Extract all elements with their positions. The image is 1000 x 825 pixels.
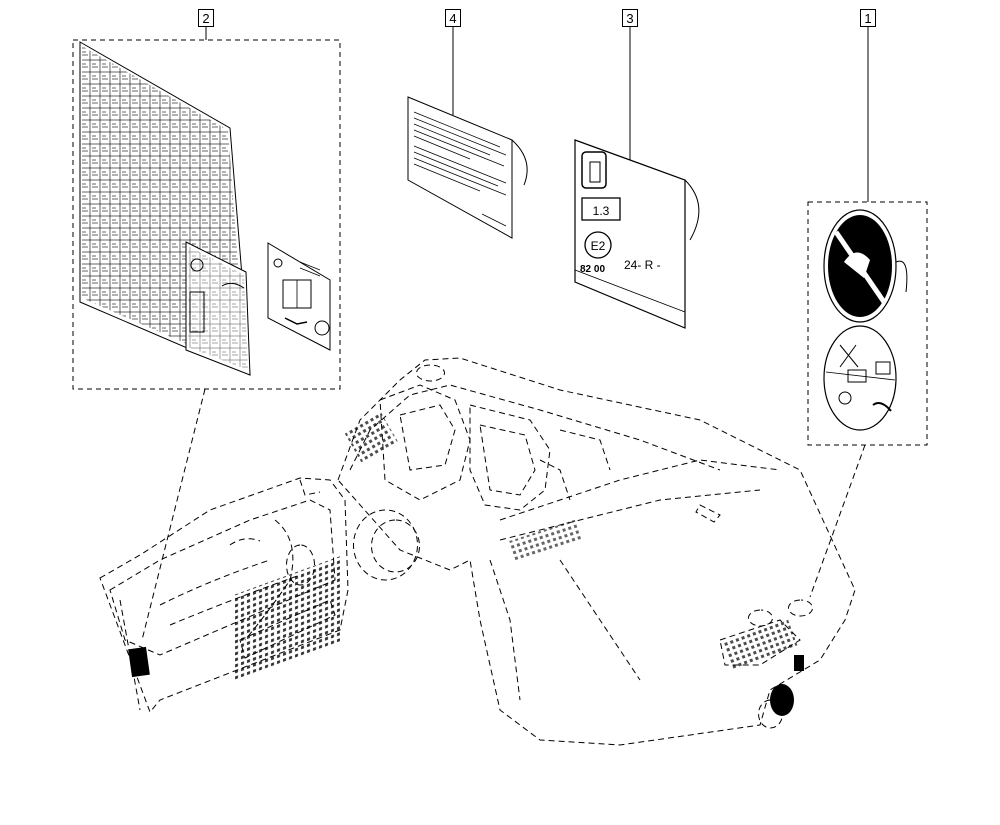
emark-label-3 bbox=[574, 139, 686, 329]
callout-2: 2 bbox=[198, 9, 214, 27]
callout-1: 1 bbox=[860, 9, 876, 27]
emark-circle bbox=[584, 231, 612, 259]
emark-code: 1.3 bbox=[593, 204, 610, 218]
door-speaker-grille bbox=[235, 556, 340, 680]
pressure-table-sheet bbox=[79, 41, 251, 376]
group-2-dashed-frame bbox=[72, 39, 341, 390]
emark-label-group-3: 1.3 E2 24- R - 82 00 bbox=[574, 27, 700, 329]
small-info-label bbox=[267, 242, 331, 351]
airbag-stickers-group-1 bbox=[807, 27, 928, 598]
callout-4: 4 bbox=[445, 9, 461, 27]
emark-number: 82 00 bbox=[580, 264, 605, 275]
no-child-seat-sticker bbox=[823, 209, 908, 323]
label-sheet-group-2 bbox=[72, 27, 341, 641]
door-label-location bbox=[128, 646, 150, 678]
text-label-4-lines bbox=[413, 111, 507, 227]
group-1-pointer-line bbox=[809, 444, 866, 598]
emark-e-number: E2 bbox=[591, 239, 606, 253]
text-label-4 bbox=[407, 96, 513, 239]
emark-code-box bbox=[581, 197, 621, 221]
emark-line-text: 24- R - bbox=[624, 258, 661, 272]
callout-3: 3 bbox=[622, 9, 638, 27]
airbag-info-sticker bbox=[823, 325, 897, 431]
text-label-group-4 bbox=[407, 27, 528, 239]
emark-seat-icon bbox=[581, 151, 607, 189]
dashboard-vents bbox=[344, 411, 804, 716]
group-2-pointer-line bbox=[141, 388, 206, 641]
